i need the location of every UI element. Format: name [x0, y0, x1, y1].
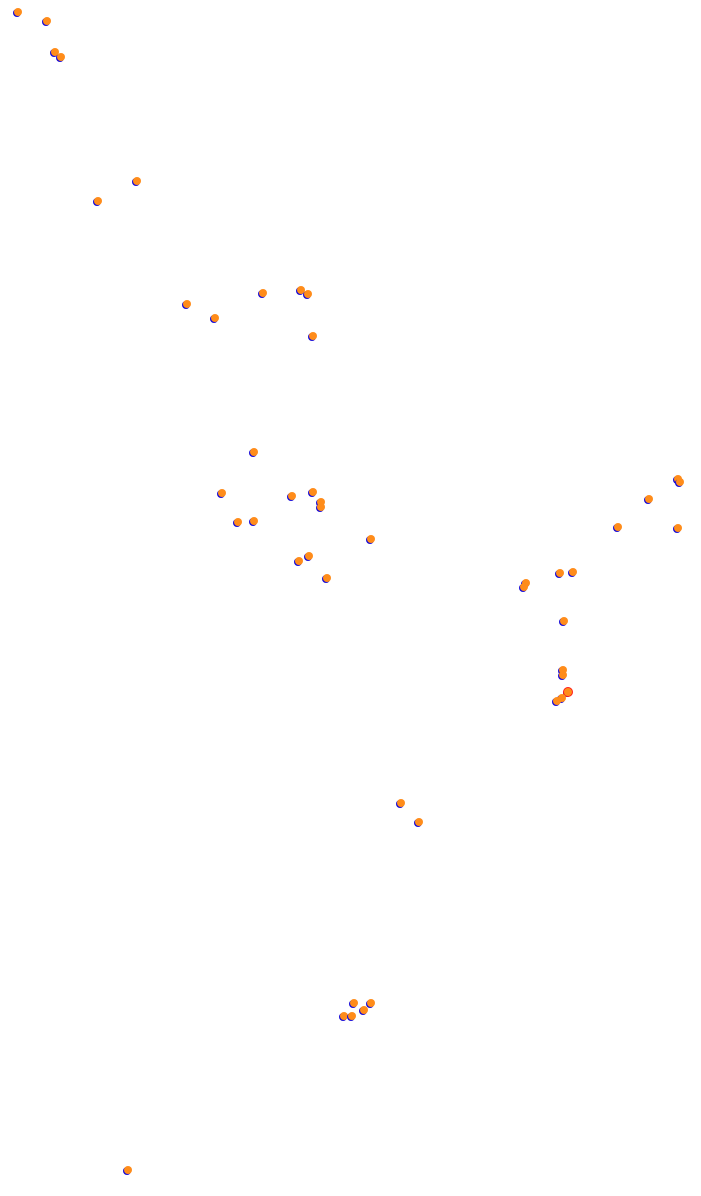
map-marker: [13, 8, 22, 17]
map-marker: [396, 799, 405, 808]
marker-dot: [323, 574, 331, 582]
marker-dot: [297, 286, 305, 294]
marker-dot: [614, 523, 622, 531]
marker-dot: [674, 524, 682, 532]
map-marker: [304, 552, 313, 561]
marker-dot: [569, 568, 577, 576]
marker-dot: [309, 332, 317, 340]
map-marker: [249, 517, 258, 526]
marker-dot: [340, 1012, 348, 1020]
map-marker: [675, 478, 684, 487]
map-marker: [50, 48, 59, 57]
marker-dot: [57, 53, 65, 61]
map-marker: [132, 177, 141, 186]
map-marker: [339, 1012, 348, 1021]
marker-dot: [309, 488, 317, 496]
map-marker: [366, 535, 375, 544]
map-marker: [519, 583, 528, 592]
map-marker: [316, 503, 325, 512]
marker-dot: [556, 569, 564, 577]
map-marker: [555, 569, 564, 578]
marker-dot: [259, 289, 267, 297]
map-marker: [249, 448, 258, 457]
map-marker: [322, 574, 331, 583]
marker-dot: [183, 300, 191, 308]
map-marker: [366, 999, 375, 1008]
marker-dot: [94, 197, 102, 205]
map-marker: [42, 17, 51, 26]
map-marker: [558, 671, 567, 680]
map-marker: [296, 286, 305, 295]
map-marker: [308, 488, 317, 497]
marker-dot: [234, 518, 242, 526]
map-marker: [233, 518, 242, 527]
map-marker: [303, 290, 312, 299]
marker-dot: [295, 557, 303, 565]
map-marker: [568, 568, 577, 577]
map-marker: [673, 524, 682, 533]
marker-dot: [304, 290, 312, 298]
marker-dot: [43, 17, 51, 25]
map-marker: [217, 489, 226, 498]
marker-dot: [317, 503, 325, 511]
marker-dot: [211, 314, 219, 322]
marker-dot: [124, 1166, 132, 1174]
marker-dot: [360, 1006, 368, 1014]
map-marker: [308, 332, 317, 341]
marker-dot: [350, 999, 358, 1007]
marker-dot: [133, 177, 141, 185]
map-marker: [414, 818, 423, 827]
marker-dot: [348, 1012, 356, 1020]
marker-dot: [288, 492, 296, 500]
marker-dot: [250, 448, 258, 456]
marker-dot: [564, 688, 572, 696]
marker-dot: [51, 48, 59, 56]
map-marker: [644, 495, 653, 504]
marker-dot: [250, 517, 258, 525]
marker-dot: [559, 671, 567, 679]
marker-dot: [560, 617, 568, 625]
marker-dot: [367, 535, 375, 543]
map-marker: [552, 697, 561, 706]
map-marker: [294, 557, 303, 566]
map-marker: [613, 523, 622, 532]
marker-dot: [645, 495, 653, 503]
marker-dot: [397, 799, 405, 807]
map-marker: [349, 999, 358, 1008]
marker-dot: [553, 697, 561, 705]
map-marker: [347, 1012, 356, 1021]
map-marker: [56, 53, 65, 62]
map-marker: [123, 1166, 132, 1175]
marker-dot: [305, 552, 313, 560]
marker-dot: [520, 583, 528, 591]
map-marker: [563, 687, 573, 697]
marker-dot: [218, 489, 226, 497]
map-marker: [287, 492, 296, 501]
map-marker: [210, 314, 219, 323]
marker-dot: [14, 8, 22, 16]
marker-dot: [415, 818, 423, 826]
marker-dot: [367, 999, 375, 1007]
map-marker: [559, 617, 568, 626]
map-marker: [258, 289, 267, 298]
marker-dot: [676, 478, 684, 486]
map-marker: [359, 1006, 368, 1015]
map-marker: [182, 300, 191, 309]
map-marker: [93, 197, 102, 206]
